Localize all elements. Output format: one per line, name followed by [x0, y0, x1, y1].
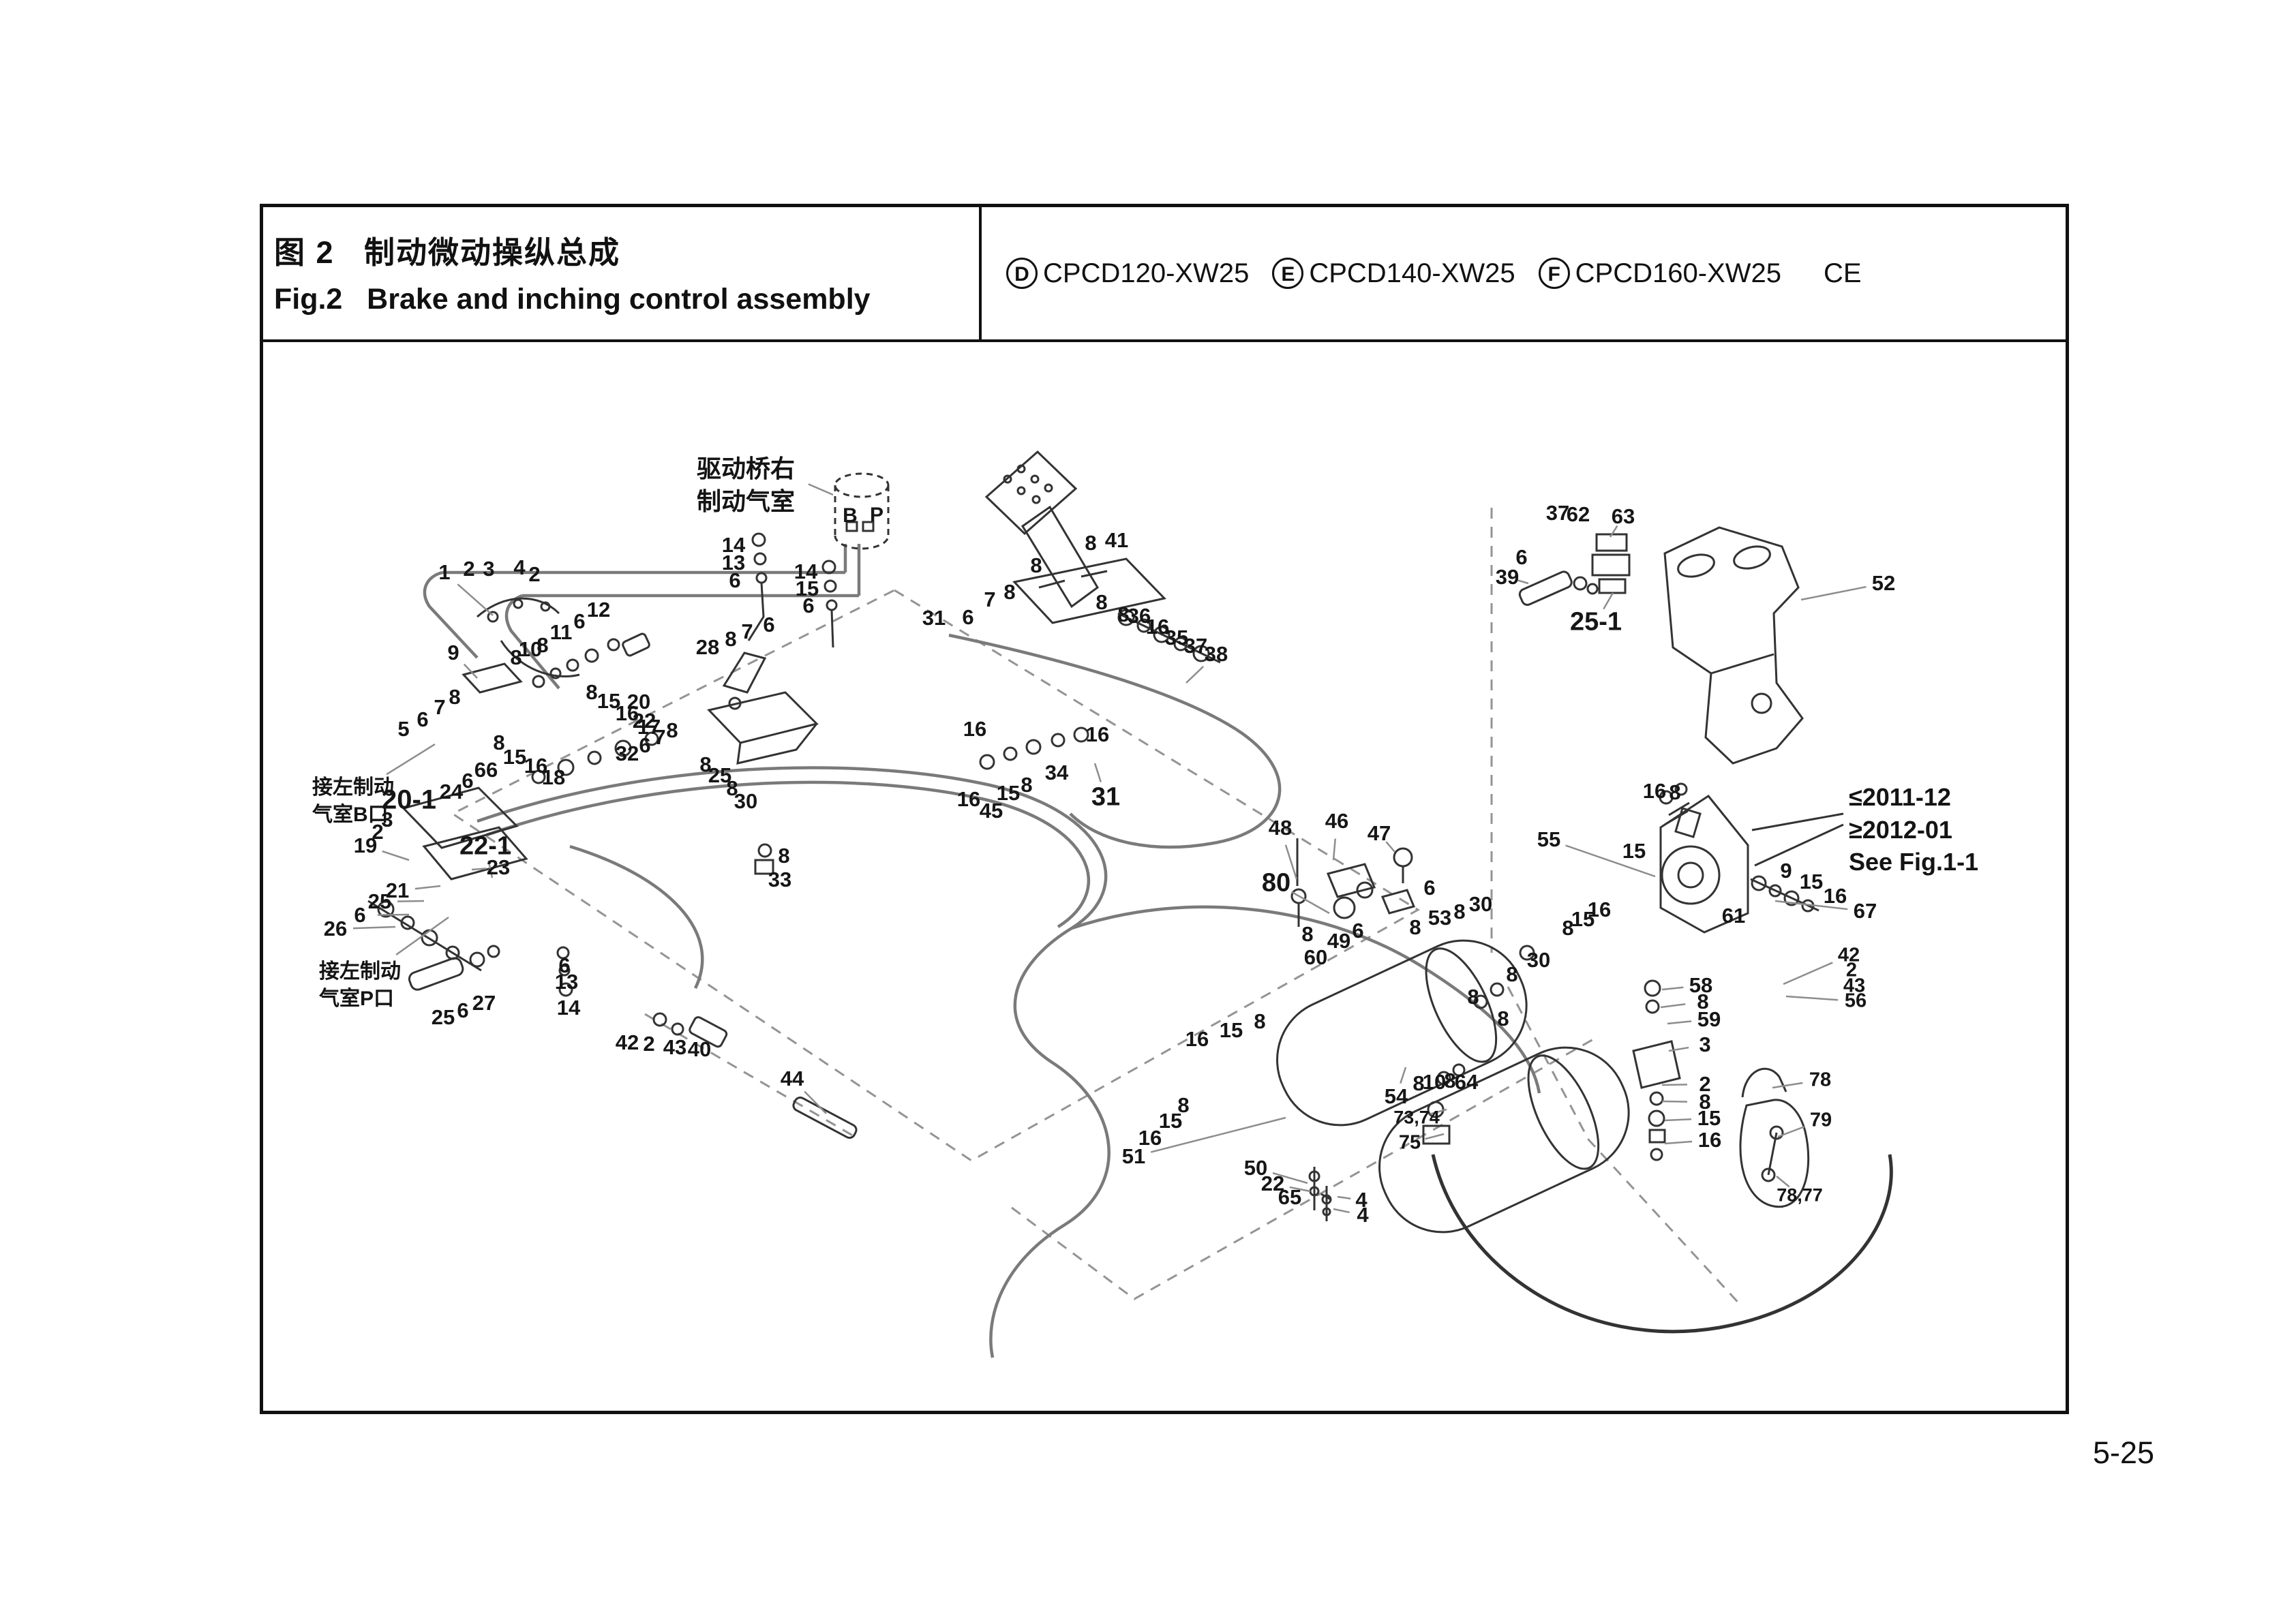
figure-header: 图 2 制动微动操纵总成 Fig.2 Brake and inching con…: [263, 207, 2066, 342]
model-name: CPCD160-XW25: [1575, 258, 1781, 288]
model-badge: F: [1538, 258, 1570, 289]
figure-frame: 图 2 制动微动操纵总成 Fig.2 Brake and inching con…: [260, 204, 2069, 1414]
figure-title-en: Fig.2 Brake and inching control assembly: [274, 283, 871, 316]
model-badge: E: [1272, 258, 1304, 289]
page-number: 5-25: [2093, 1435, 2155, 1470]
model-badge: D: [1006, 258, 1038, 289]
figure-title-zh: 图 2 制动微动操纵总成: [274, 235, 621, 270]
model-name: CPCD140-XW25: [1309, 258, 1515, 288]
model-name: CPCD120-XW25: [1043, 258, 1250, 288]
model-suffix: CE: [1823, 258, 1862, 288]
figure-title-cell: 图 2 制动微动操纵总成 Fig.2 Brake and inching con…: [263, 207, 979, 339]
